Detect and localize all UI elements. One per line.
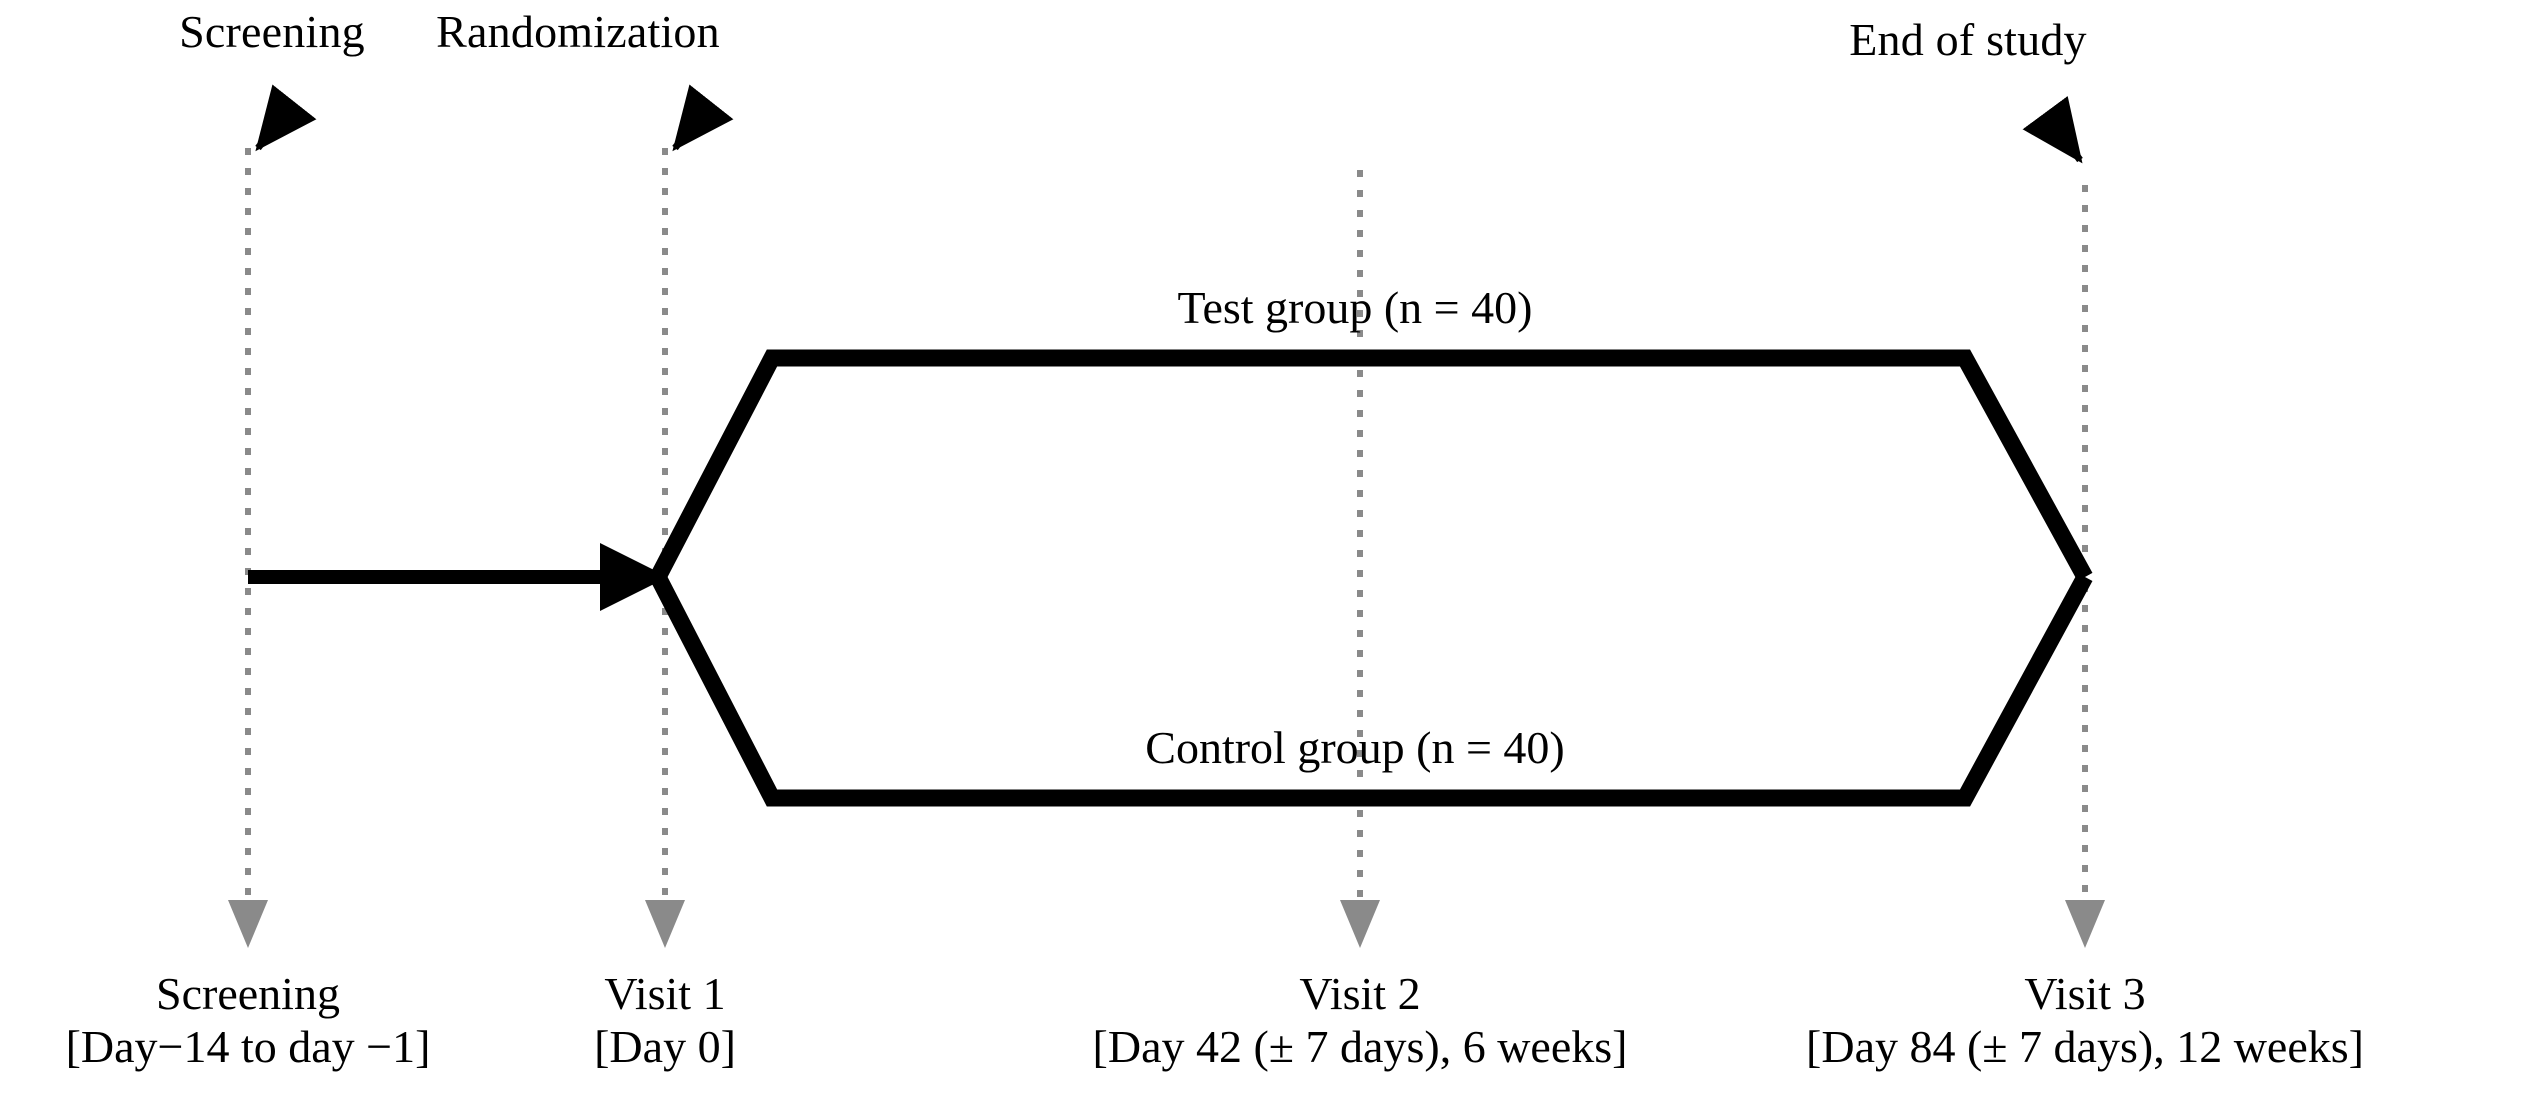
pointer-arrow-randomization <box>672 84 734 152</box>
milestone-label-screening: Screening <box>179 6 365 57</box>
timeline-arrowhead-visit-2 <box>1340 900 1380 948</box>
timeline-dotted-lines <box>245 148 2088 902</box>
visit-window-visit-1: [Day 0] <box>594 1020 736 1072</box>
milestone-label-randomization: Randomization <box>436 6 720 57</box>
entry-arrow-group <box>248 543 668 611</box>
arm-label-test-group: Test group (n = 40) <box>1177 282 1533 333</box>
milestone-label-end-of-study: End of study <box>1849 14 2087 65</box>
entry-arrow-head <box>600 543 668 611</box>
visit-name-visit-1: Visit 1 <box>604 968 726 1019</box>
milestone-pointer-arrows <box>255 84 2083 164</box>
visit-name-visit-3: Visit 3 <box>2024 968 2146 1019</box>
visit-block-visit-2: Visit 2 [Day 42 (± 7 days), 6 weeks] <box>1093 968 1628 1074</box>
arm-label-control-group: Control group (n = 40) <box>1145 722 1565 773</box>
timeline-arrowhead-end-of-study <box>2065 900 2105 948</box>
visit-window-visit-2: [Day 42 (± 7 days), 6 weeks] <box>1092 1020 1628 1072</box>
visit-name-visit-2: Visit 2 <box>1299 968 1421 1019</box>
timeline-arrowhead-screening <box>228 900 268 948</box>
visit-block-screening: Screening [Day−14 to day −1] <box>66 968 431 1074</box>
allocation-path-group <box>650 349 2093 807</box>
visit-block-visit-1: Visit 1 [Day 0] <box>594 968 736 1074</box>
visit-window-visit-3: [Day 84 (± 7 days), 12 weeks] <box>1806 1020 2364 1072</box>
visit-window-screening: [Day−14 to day −1] <box>65 1020 431 1072</box>
timeline-arrowheads <box>228 900 2105 948</box>
pointer-arrow-screening <box>255 84 317 152</box>
timeline-arrowhead-randomization <box>645 900 685 948</box>
visit-block-visit-3: Visit 3 [Day 84 (± 7 days), 12 weeks] <box>1806 968 2364 1074</box>
control-arm-path <box>650 572 2093 807</box>
pointer-arrow-end-of-study <box>2022 96 2083 164</box>
visit-name-screening: Screening <box>156 968 340 1019</box>
test-arm-path <box>650 349 2093 582</box>
